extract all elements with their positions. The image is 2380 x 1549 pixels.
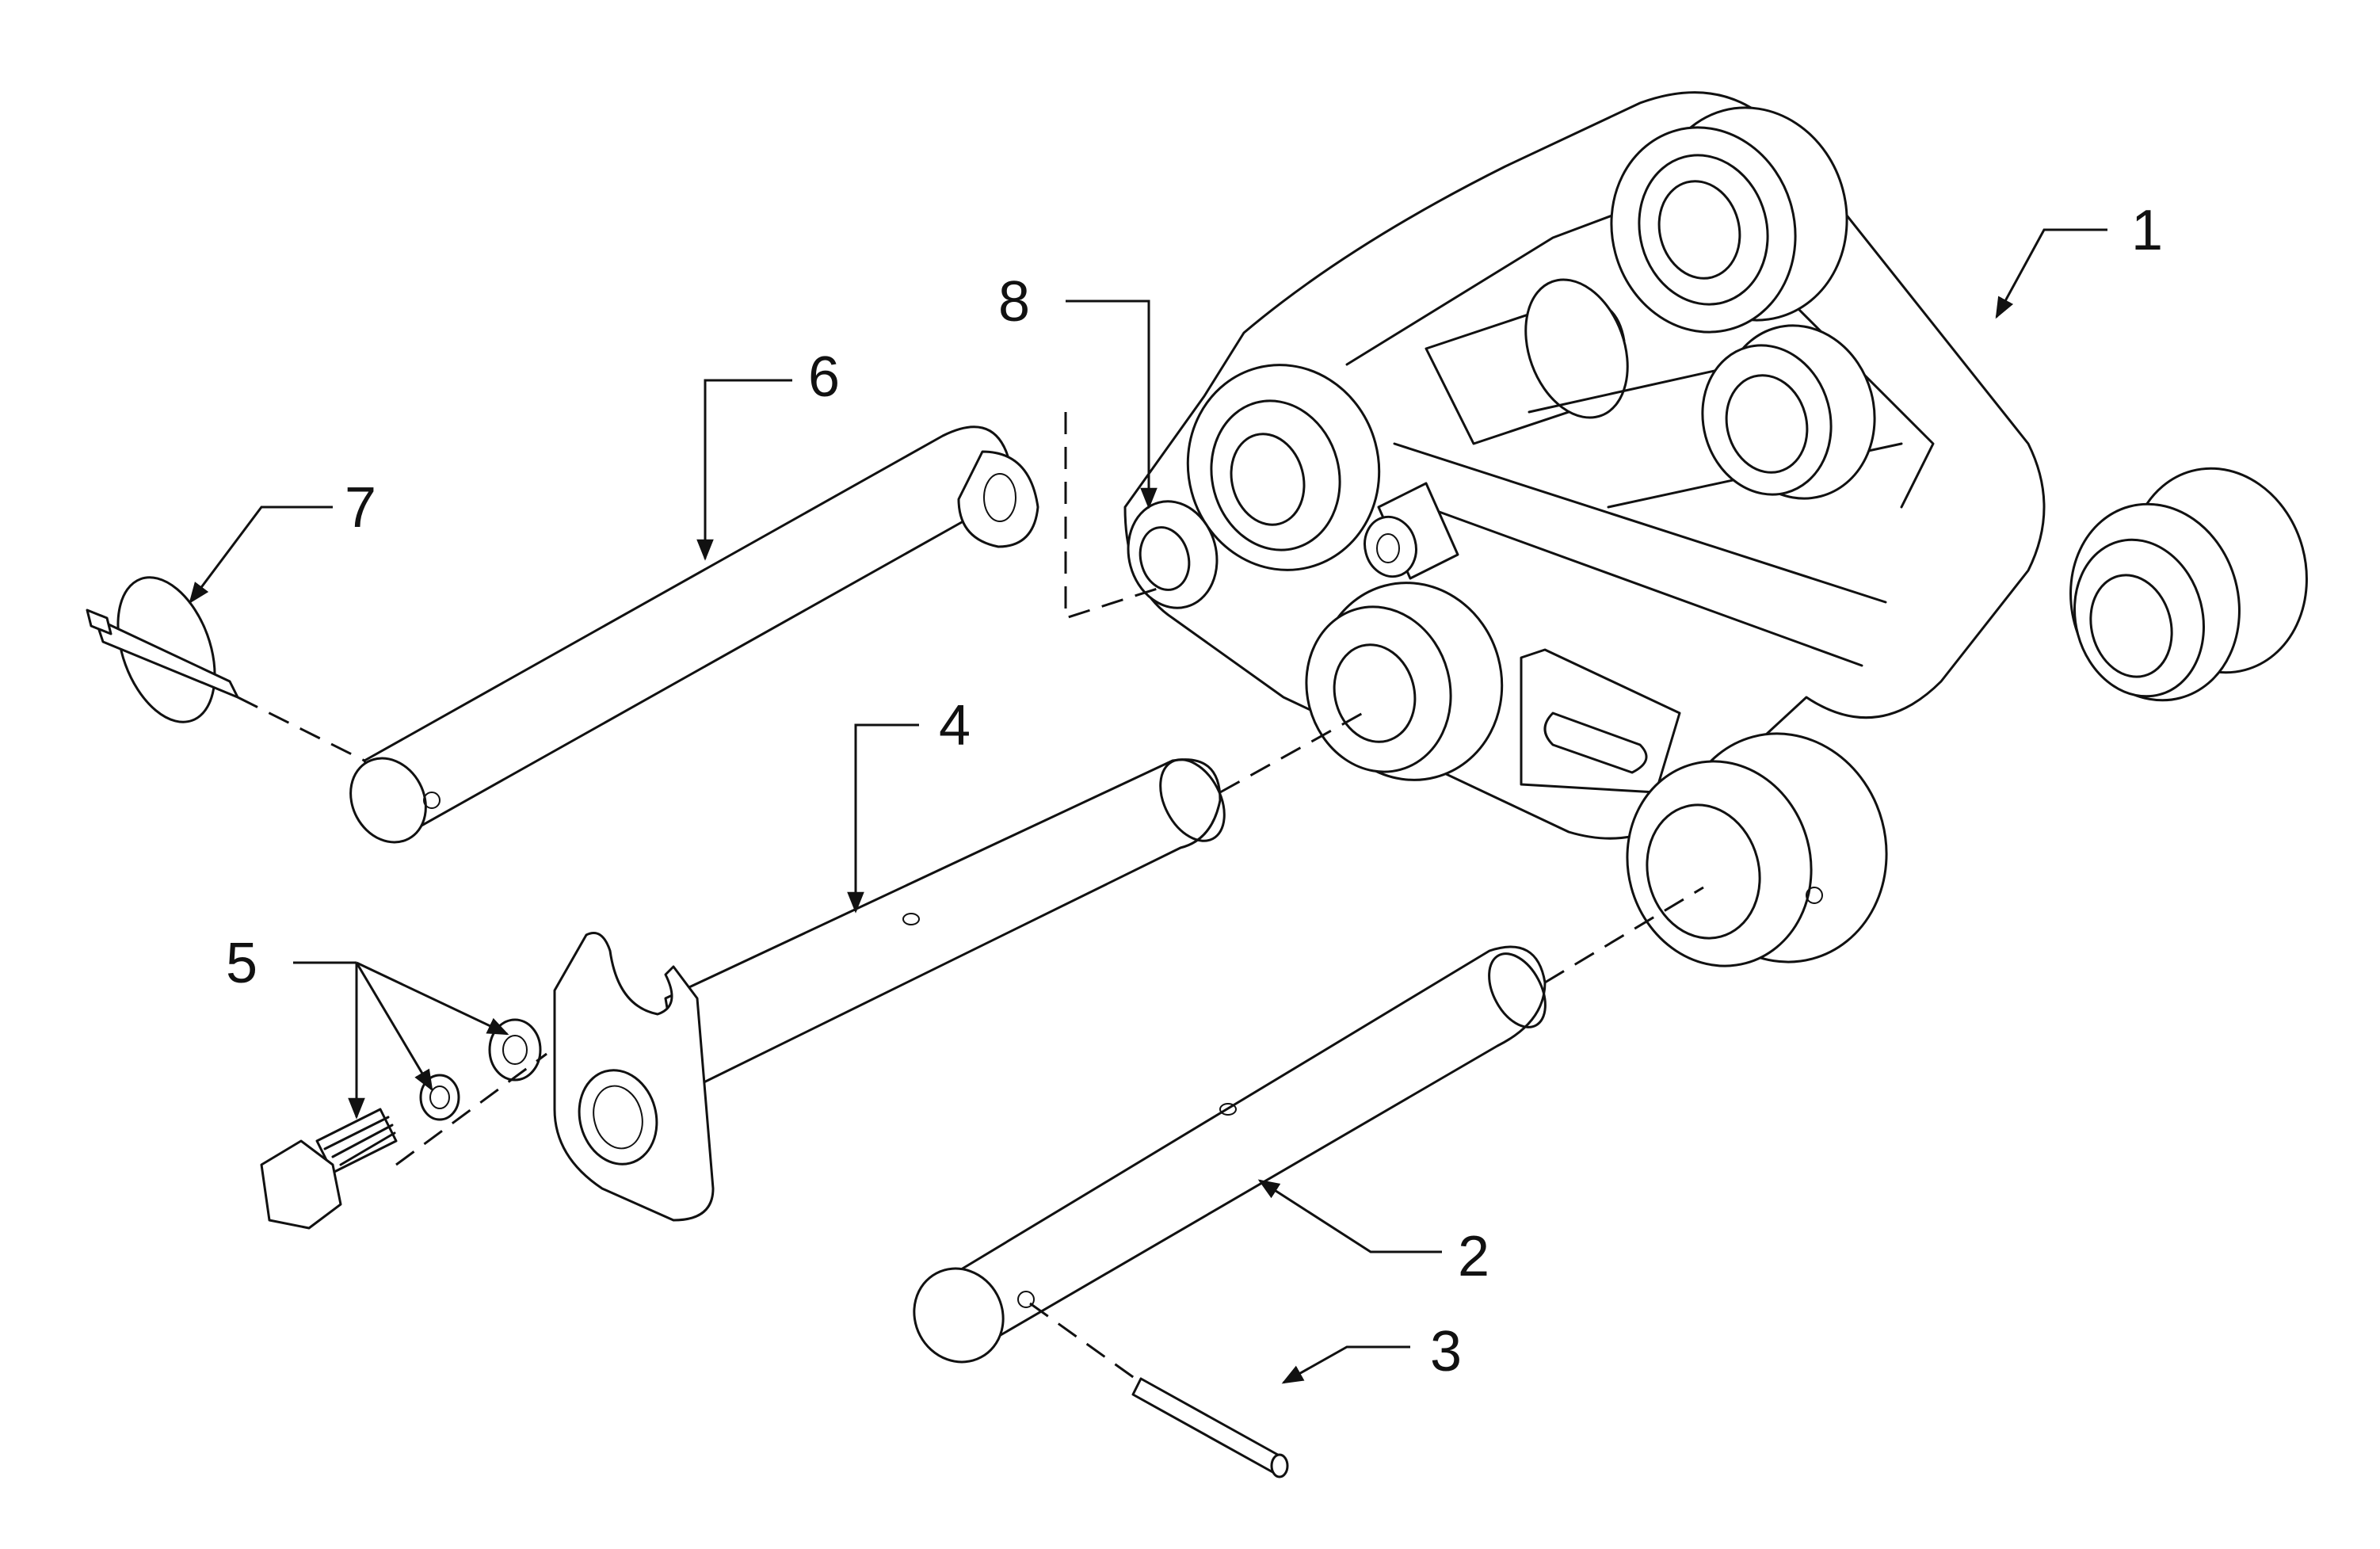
boss-far-right	[2069, 467, 2308, 702]
assembly-lines	[237, 412, 1704, 1384]
callout-3: 3	[1430, 1320, 1462, 1383]
boss-upper-right	[1610, 106, 1848, 334]
part-2-pin	[913, 945, 1547, 1364]
callout-4: 4	[939, 694, 971, 757]
part-5-bolt-and-washers	[260, 1018, 542, 1230]
callout-5: 5	[226, 932, 257, 995]
callout-2: 2	[1458, 1225, 1489, 1288]
callout-labels: 1 2 3 4 5 6 7 8	[226, 199, 2163, 1383]
latch-plate	[1520, 648, 1681, 794]
part-4-latch-pin	[553, 758, 1226, 1222]
boss-upper-left	[1186, 364, 1381, 571]
callout-7: 7	[345, 476, 376, 540]
part-1-coupler-frame	[1123, 91, 2308, 967]
callout-8: 8	[998, 270, 1030, 334]
bushing-part-8	[1127, 500, 1219, 609]
boss-lower-left	[1305, 582, 1504, 781]
grease-fitting	[1364, 482, 1459, 580]
callout-leaders	[189, 228, 2107, 1384]
part-6-pin	[349, 425, 1039, 844]
callout-6: 6	[808, 345, 840, 409]
callout-1: 1	[2131, 199, 2163, 262]
part-3-roll-pin	[1131, 1377, 1289, 1478]
part-7-lynch-pin	[86, 576, 239, 723]
boss-middle-right	[1701, 324, 1876, 500]
